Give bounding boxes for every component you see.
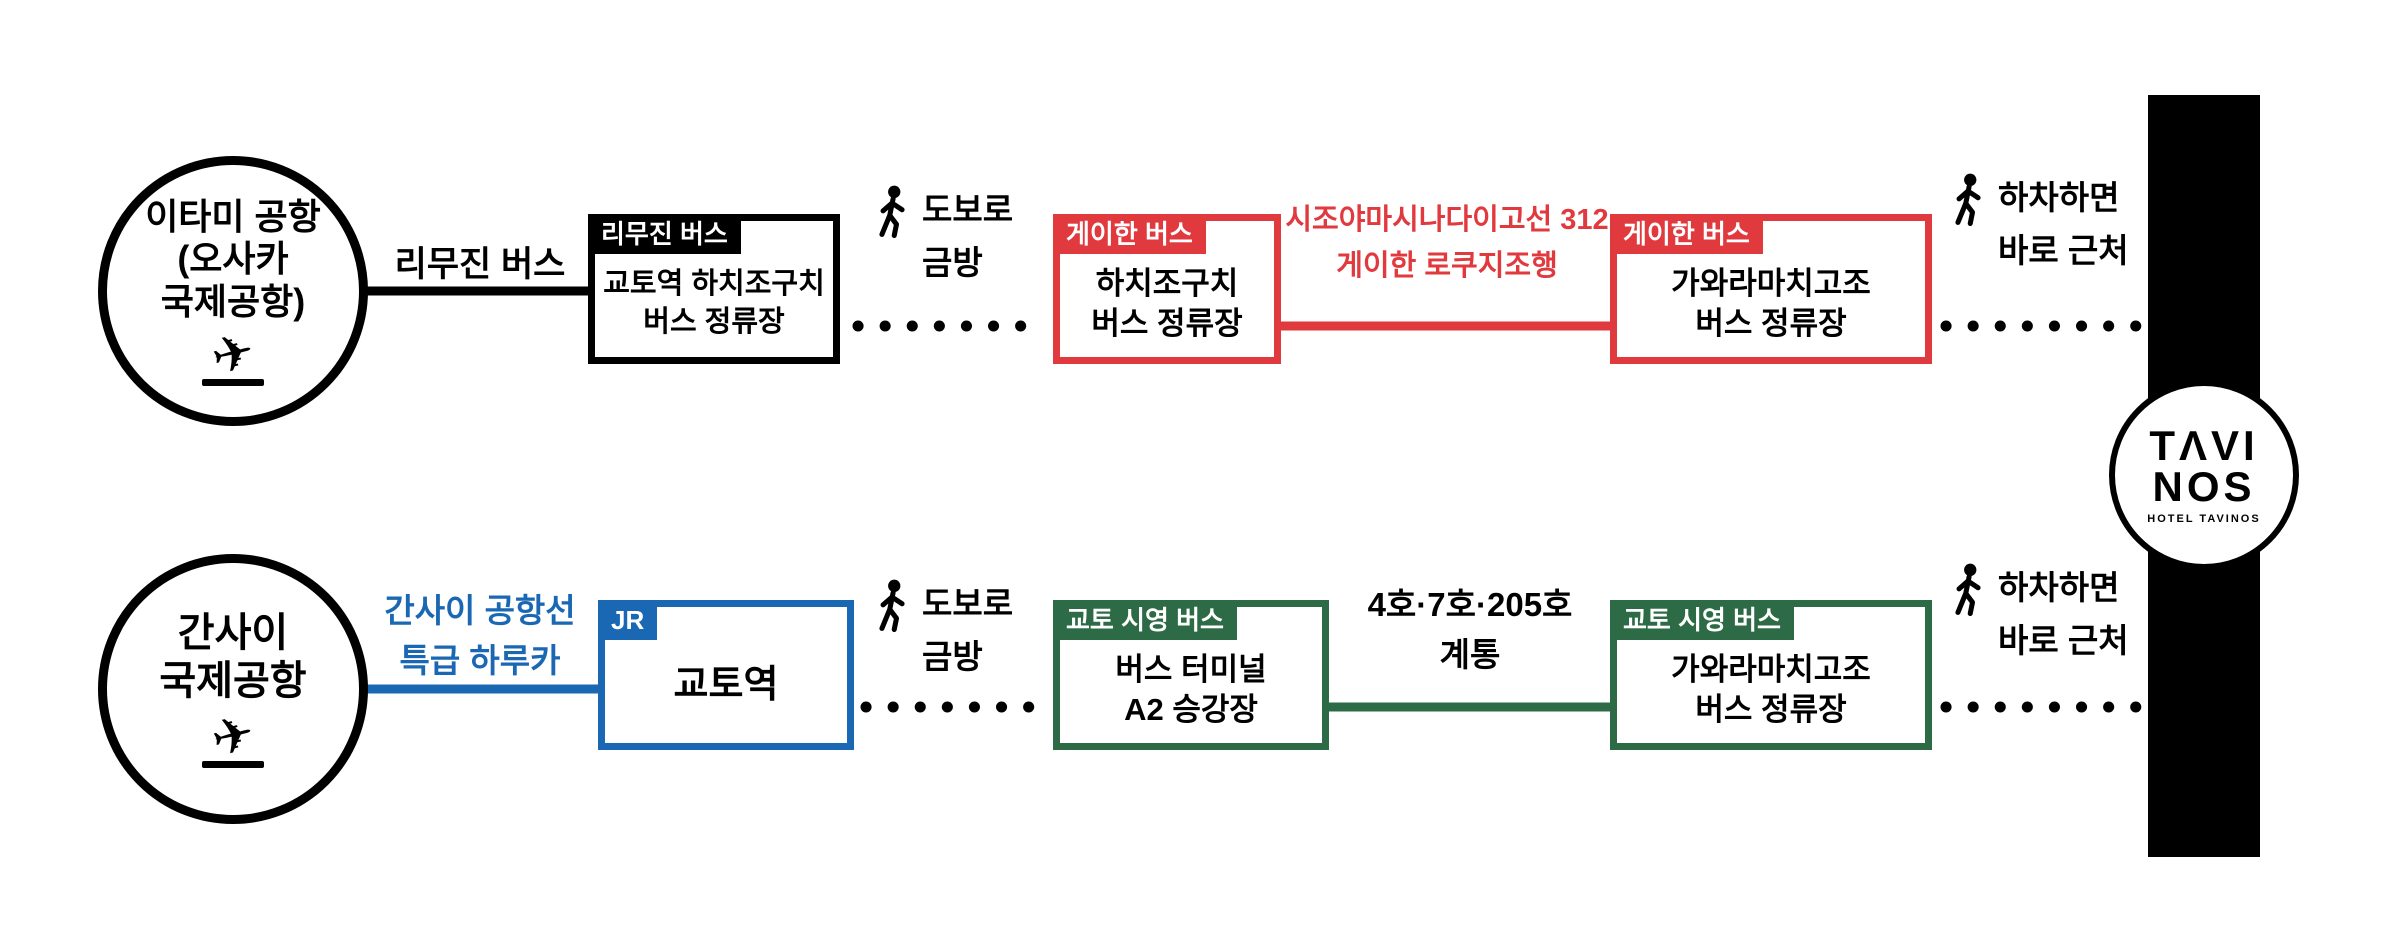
airport-name: 간사이 bbox=[177, 611, 289, 656]
logo-subtext: HOTEL TAVINOS bbox=[2147, 513, 2261, 526]
walk-indicator-bottom-2: 하차하면 바로 근처 bbox=[1950, 562, 2129, 668]
airport-name: (오사카 bbox=[177, 238, 289, 280]
haruka-express-leg-label: 간사이 공항선 특급 하루카 bbox=[384, 592, 576, 680]
limousine-bus-leg-label: 리무진 버스 bbox=[394, 245, 566, 284]
stop-tag: 게이한 버스 bbox=[1053, 214, 1206, 254]
walking-person-icon bbox=[1955, 173, 1981, 227]
airport-name: 국제공항) bbox=[160, 280, 306, 322]
stop-tag: 교토 시영 버스 bbox=[1610, 600, 1794, 640]
logo-text: NOS bbox=[2152, 463, 2256, 510]
hotel-tavinos-logo: TΛVI NOS HOTEL TAVINOS bbox=[2109, 380, 2299, 570]
kyoto-station-jr-stop: JR 교토역 bbox=[598, 600, 854, 750]
itami-airport-node: 이타미 공항 (오사카 국제공항) ✈ bbox=[98, 156, 368, 426]
stop-tag: JR bbox=[598, 600, 658, 640]
bus-terminal-a2-stop: 교토 시영 버스 버스 터미널 A2 승강장 bbox=[1053, 600, 1329, 750]
walk-label: 하차하면 바로 근처 bbox=[1998, 179, 2129, 269]
stop-tag: 교토 시영 버스 bbox=[1053, 600, 1237, 640]
runway-line bbox=[202, 379, 264, 387]
walk-label: 도보로 금방 bbox=[922, 585, 1014, 675]
runway-line bbox=[202, 760, 264, 768]
kyoto-station-hachijo-bus-stop: 리무진 버스 교토역 하치조구치 버스 정류장 bbox=[588, 214, 840, 364]
walk-indicator-top-1: 도보로 금방 bbox=[874, 184, 1013, 290]
kawaramachi-gojo-citybus-stop: 교토 시영 버스 가와라마치고조 버스 정류장 bbox=[1610, 600, 1932, 750]
city-bus-route-label: 4호·7호·205호 계통 bbox=[1367, 586, 1573, 674]
stop-tag: 리무진 버스 bbox=[588, 214, 741, 254]
logo-text: TΛVI bbox=[2149, 421, 2259, 469]
walking-person-icon bbox=[1955, 563, 1981, 617]
walk-label: 도보로 금방 bbox=[922, 191, 1014, 281]
airport-name: 국제공항 bbox=[159, 658, 307, 703]
airplane-takeoff-icon: ✈ bbox=[202, 322, 264, 387]
keihan-route-label: 시조야마시나다이고선 312 게이한 로쿠지조행 bbox=[1285, 204, 1609, 282]
walking-person-icon bbox=[879, 579, 905, 633]
walk-label: 하차하면 바로 근처 bbox=[1998, 569, 2129, 659]
stop-tag: 게이한 버스 bbox=[1610, 214, 1763, 254]
walking-person-icon bbox=[879, 185, 905, 239]
walk-indicator-top-2: 하차하면 바로 근처 bbox=[1950, 172, 2129, 278]
airplane-takeoff-icon: ✈ bbox=[202, 703, 264, 768]
kawaramachi-gojo-keihan-bus-stop: 게이한 버스 가와라마치고조 버스 정류장 bbox=[1610, 214, 1932, 364]
airport-name: 이타미 공항 bbox=[145, 195, 321, 237]
walk-indicator-bottom-1: 도보로 금방 bbox=[874, 578, 1013, 684]
kansai-airport-node: 간사이 국제공항 ✈ bbox=[98, 554, 368, 824]
hachijoguchi-keihan-bus-stop: 게이한 버스 하치조구치 버스 정류장 bbox=[1053, 214, 1281, 364]
